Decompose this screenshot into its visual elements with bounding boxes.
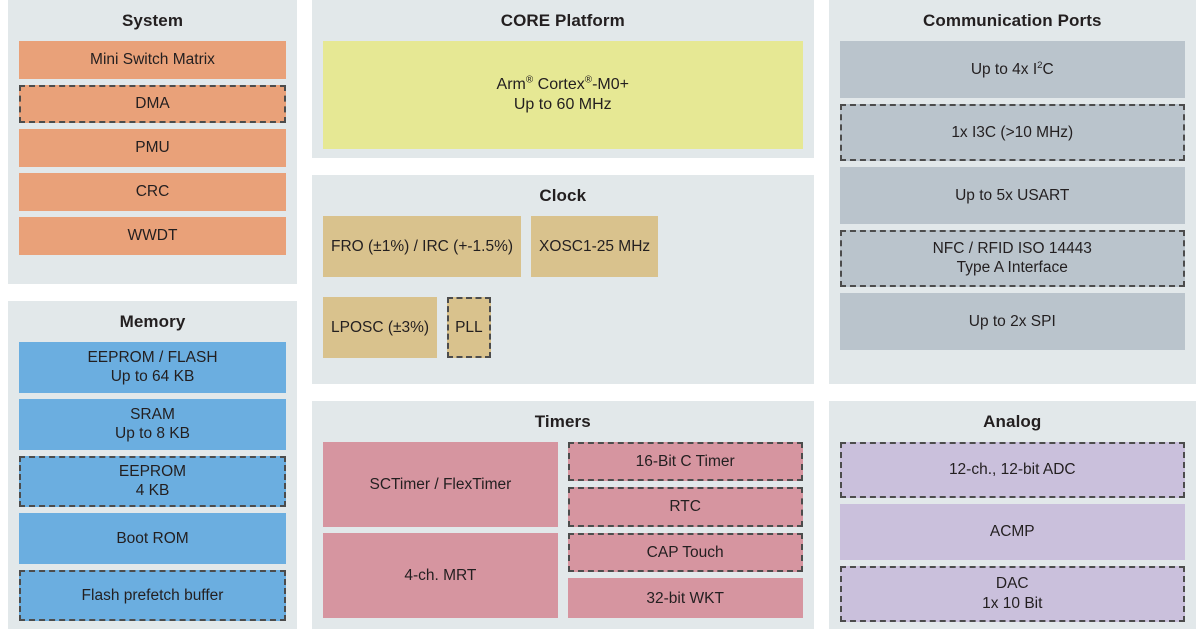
block-pmu[interactable]: PMU xyxy=(19,128,286,167)
timers-right-column: 16-Bit C Timer RTC CAP Touch 32-bit WKT xyxy=(567,441,803,618)
panel-title-clock: Clock xyxy=(539,186,587,205)
block-mini-switch-matrix[interactable]: Mini Switch Matrix xyxy=(19,40,286,79)
system-block-list: Mini Switch Matrix DMA PMU CRC WWDT xyxy=(19,40,286,273)
block-adc[interactable]: 12-ch., 12-bit ADC xyxy=(839,441,1185,498)
block-eeprom-line2: 4 KB xyxy=(135,482,170,500)
block-eeprom[interactable]: EEPROM 4 KB xyxy=(19,455,286,507)
block-pll[interactable]: PLL xyxy=(447,297,491,359)
block-lposc[interactable]: LPOSC (±3%) xyxy=(323,297,438,359)
block-spi-line1: Up to 2x SPI xyxy=(968,312,1056,330)
block-dac-line2: 1x 10 Bit xyxy=(982,594,1043,612)
block-i2c[interactable]: Up to 4x I2C xyxy=(839,40,1185,98)
block-core-line1: Arm® Cortex®-M0+ xyxy=(496,74,629,93)
block-eeprom-flash[interactable]: EEPROM / FLASH Up to 64 KB xyxy=(19,341,286,393)
block-sram-line2: Up to 8 KB xyxy=(115,425,190,443)
panel-analog: Analog 12-ch., 12-bit ADC ACMP DAC 1x 10… xyxy=(828,401,1196,629)
memory-block-list: EEPROM / FLASH Up to 64 KB SRAM Up to 8 … xyxy=(19,341,286,621)
block-core-line2: Up to 60 MHz xyxy=(513,95,612,113)
block-rtc[interactable]: RTC xyxy=(567,487,803,527)
block-eeprom-line1: EEPROM xyxy=(118,462,187,480)
panel-title-timers: Timers xyxy=(534,412,591,431)
block-dma[interactable]: DMA xyxy=(19,84,286,123)
communication-block-list: Up to 4x I2C 1x I3C (>10 MHz) Up to 5x U… xyxy=(839,40,1185,373)
block-sram[interactable]: SRAM Up to 8 KB xyxy=(19,398,286,450)
clock-block-list: FRO (±1%) / IRC (+-1.5%) XOSC1-25 MHz LP… xyxy=(323,215,803,373)
core-block-list: Arm® Cortex®-M0+ Up to 60 MHz xyxy=(323,40,803,149)
block-xosc[interactable]: XOSC1-25 MHz xyxy=(531,215,659,277)
block-crc[interactable]: CRC xyxy=(19,172,286,211)
block-flash-prefetch-buffer[interactable]: Flash prefetch buffer xyxy=(19,569,286,621)
block-acmp[interactable]: ACMP xyxy=(839,503,1185,560)
middle-column: CORE Platform Arm® Cortex®-M0+ Up to 60 … xyxy=(312,0,814,629)
block-eeprom-flash-line1: EEPROM / FLASH xyxy=(87,348,218,366)
block-16bit-c-timer[interactable]: 16-Bit C Timer xyxy=(567,441,803,482)
clock-row-2: LPOSC (±3%) PLL xyxy=(323,297,803,373)
block-boot-rom[interactable]: Boot ROM xyxy=(19,512,286,564)
panel-title-communication-ports: Communication Ports xyxy=(923,11,1102,30)
block-cap-touch[interactable]: CAP Touch xyxy=(567,532,803,573)
panel-system: System Mini Switch Matrix DMA PMU CRC WW… xyxy=(8,0,297,284)
block-sram-line1: SRAM xyxy=(130,405,175,423)
panel-title-memory: Memory xyxy=(119,312,186,331)
block-dac-line1: DAC xyxy=(995,575,1029,593)
block-sctimer-flextimer[interactable]: SCTimer / FlexTimer xyxy=(323,441,558,527)
right-column: Communication Ports Up to 4x I2C 1x I3C … xyxy=(828,0,1196,629)
panel-title-system: System xyxy=(121,11,184,30)
block-i2c-line1: Up to 4x I2C xyxy=(970,59,1054,78)
block-nfc-rfid-line2: Type A Interface xyxy=(956,259,1068,277)
block-dac[interactable]: DAC 1x 10 Bit xyxy=(839,565,1185,622)
block-eeprom-flash-line2: Up to 64 KB xyxy=(110,368,195,386)
timers-block-list: SCTimer / FlexTimer 4-ch. MRT 16-Bit C T… xyxy=(323,441,803,618)
panel-title-analog: Analog xyxy=(983,412,1042,431)
block-mrt[interactable]: 4-ch. MRT xyxy=(323,532,558,618)
panel-memory: Memory EEPROM / FLASH Up to 64 KB SRAM U… xyxy=(8,301,297,629)
panel-timers: Timers SCTimer / FlexTimer 4-ch. MRT 16-… xyxy=(312,401,814,629)
block-usart-line1: Up to 5x USART xyxy=(955,186,1070,204)
block-32bit-wkt[interactable]: 32-bit WKT xyxy=(567,578,803,618)
panel-core-platform: CORE Platform Arm® Cortex®-M0+ Up to 60 … xyxy=(312,0,814,158)
panel-title-core-platform: CORE Platform xyxy=(500,11,625,30)
block-arm-cortex-m0plus[interactable]: Arm® Cortex®-M0+ Up to 60 MHz xyxy=(323,40,803,149)
block-nfc-rfid-line1: NFC / RFID ISO 14443 xyxy=(932,239,1092,257)
block-i3c-line1: 1x I3C (>10 MHz) xyxy=(951,123,1074,141)
panel-clock: Clock FRO (±1%) / IRC (+-1.5%) XOSC1-25 … xyxy=(312,175,814,384)
analog-block-list: 12-ch., 12-bit ADC ACMP DAC 1x 10 Bit xyxy=(839,441,1185,622)
clock-row-1: FRO (±1%) / IRC (+-1.5%) XOSC1-25 MHz xyxy=(323,215,803,292)
block-nfc-rfid[interactable]: NFC / RFID ISO 14443 Type A Interface xyxy=(839,229,1185,287)
block-i3c[interactable]: 1x I3C (>10 MHz) xyxy=(839,103,1185,161)
timers-left-column: SCTimer / FlexTimer 4-ch. MRT xyxy=(323,441,558,618)
block-usart[interactable]: Up to 5x USART xyxy=(839,166,1185,224)
block-wwdt[interactable]: WWDT xyxy=(19,216,286,255)
panel-communication-ports: Communication Ports Up to 4x I2C 1x I3C … xyxy=(828,0,1196,384)
left-column: System Mini Switch Matrix DMA PMU CRC WW… xyxy=(8,0,297,629)
block-spi[interactable]: Up to 2x SPI xyxy=(839,292,1185,350)
block-fro-irc[interactable]: FRO (±1%) / IRC (+-1.5%) xyxy=(323,215,522,277)
